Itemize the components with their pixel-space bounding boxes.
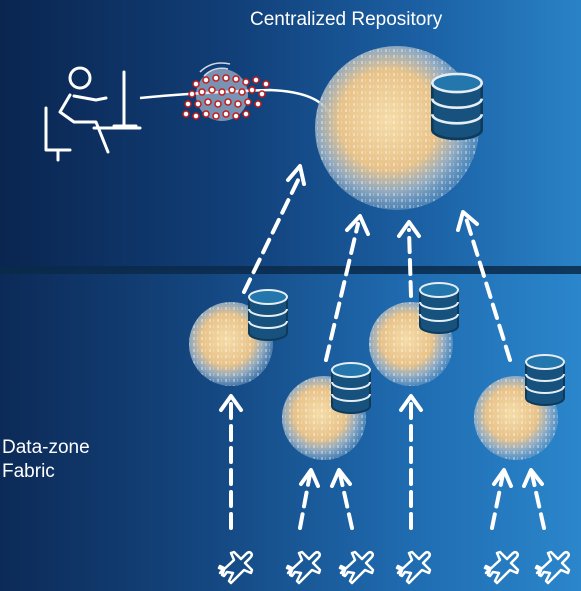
arrowhead [330, 468, 352, 488]
arrowhead [456, 210, 479, 232]
arrowhead [399, 394, 423, 412]
fabric-label-line1: Data-zone [2, 437, 90, 458]
connection-cable [139, 88, 332, 116]
airplane-icon [534, 550, 571, 585]
ingest-arrow [490, 472, 505, 530]
upstream-arrow [242, 174, 302, 294]
node-database-icon [248, 289, 288, 341]
central-tier-background [0, 0, 581, 270]
user-at-computer-icon [44, 66, 142, 162]
upstream-arrow [407, 228, 413, 298]
upstream-arrow [324, 222, 360, 362]
airplane-icon [217, 550, 254, 585]
airplane-icon [285, 550, 322, 585]
arrowhead [219, 394, 243, 412]
node-database-icon [419, 282, 459, 334]
tier-divider [0, 266, 581, 274]
arrowhead [522, 468, 544, 488]
arrowhead [397, 220, 421, 238]
fabric-label: Data-zone Fabric [2, 436, 90, 484]
node-database-icon [331, 362, 371, 414]
airplane-icon [338, 550, 375, 585]
node-database-icon [525, 354, 565, 406]
ingest-arrow [338, 472, 354, 530]
fabric-label-line2: Fabric [2, 461, 55, 482]
ingest-arrow [530, 472, 546, 530]
ingest-arrow [298, 472, 312, 530]
arrowhead [492, 468, 513, 488]
airplane-icon [395, 550, 432, 585]
upstream-arrow [464, 216, 512, 362]
airplane-icon [483, 550, 520, 585]
arrowhead [299, 468, 320, 488]
arrowhead [345, 214, 370, 236]
repository-database-icon [431, 72, 484, 141]
repository-title: Centralized Repository [250, 9, 443, 30]
arrowhead [286, 164, 306, 186]
network-globe-icon [182, 62, 270, 121]
